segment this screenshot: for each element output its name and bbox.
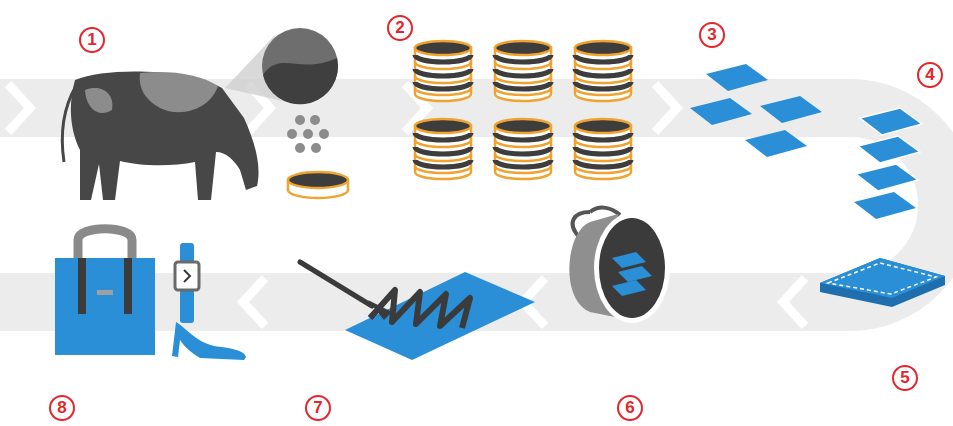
callout-number: 5 [892,365,918,391]
callout-number: 8 [49,395,75,421]
callout-number: 3 [699,22,725,48]
callout-number: 7 [305,395,331,421]
callout-number: 4 [917,62,943,88]
callout-number: 1 [79,27,105,53]
callout-number: 2 [387,15,413,41]
callout-number: 6 [617,395,643,421]
